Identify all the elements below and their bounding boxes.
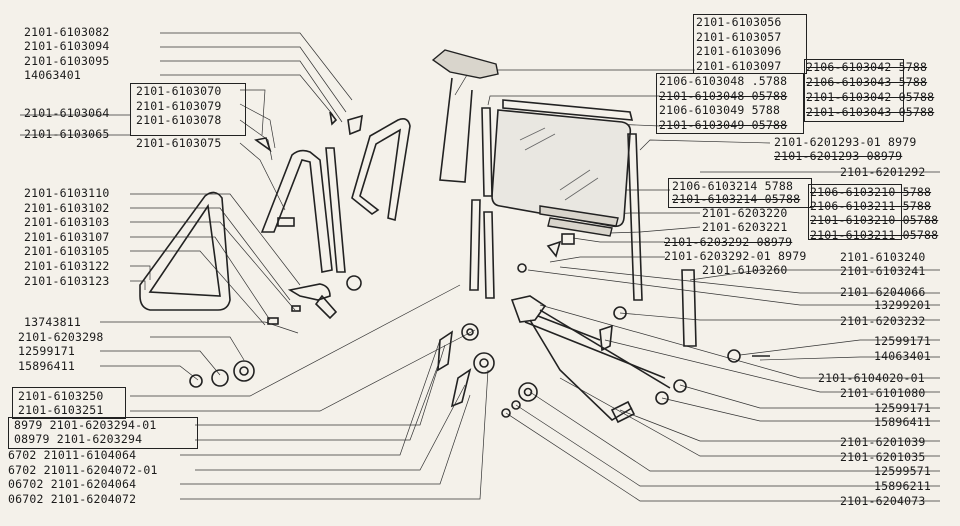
- part-number-label: 2106-6103048 .5788: [659, 74, 788, 88]
- door-glass: [491, 109, 632, 228]
- division-bar-top: [431, 49, 499, 183]
- group-box-channel-1: [656, 73, 804, 134]
- part-number-label: 13743811: [24, 315, 81, 329]
- part-number-label: 06702 2101-6204072: [8, 492, 137, 506]
- glass-channel-strip: [502, 99, 643, 301]
- part-number-label: 06702 2101-6204064: [8, 477, 137, 491]
- part-number-label: 2101-6104020-01: [818, 371, 925, 385]
- vent-window-frame: [139, 191, 231, 311]
- part-number-label: 15896211: [874, 479, 931, 493]
- part-number-label: 2101-6103048 05788: [659, 89, 788, 103]
- part-number-label: 2101-6103122: [24, 259, 110, 273]
- part-number-label: 2101-6101080: [840, 386, 926, 400]
- crank-handles: [287, 283, 472, 408]
- part-number-label: 2101-6203220: [702, 206, 788, 220]
- part-number-label: 2101-6103210 05788: [810, 213, 939, 227]
- part-number-label: 14063401: [874, 349, 931, 363]
- part-number-label: 2101-6201293-01 8979: [774, 135, 917, 149]
- part-number-label: 12599171: [18, 344, 75, 358]
- group-box-handles-2: [8, 417, 198, 449]
- part-number-label: 2101-6203232: [840, 314, 926, 328]
- glass-run-channels: [469, 107, 495, 299]
- part-number-label: 14063401: [24, 68, 81, 82]
- part-number-label: 2101-6103065: [24, 127, 110, 141]
- part-number-label: 12599571: [874, 464, 931, 478]
- leader-lines-left: [20, 32, 489, 500]
- part-number-label: 12599171: [874, 334, 931, 348]
- part-number-label: 2101-6103105: [24, 244, 110, 258]
- part-number-label: 2101-6103056: [696, 15, 782, 29]
- part-number-label: 2101-6201292: [840, 165, 926, 179]
- part-number-label: 2106-6103043 5788: [806, 75, 928, 89]
- part-number-label: 2106-6103210 5788: [810, 185, 932, 199]
- part-number-label: 2106-6103042 5788: [806, 60, 928, 74]
- part-number-label: 2101-6203221: [702, 220, 788, 234]
- part-number-label: 2101-6103070: [136, 84, 222, 98]
- group-box-lifter-2: [808, 184, 902, 240]
- part-number-label: 2101-6203292 08979: [664, 235, 793, 249]
- part-number-label: 2101-6203298: [18, 330, 104, 344]
- part-number-label: 8979 2101-6203294-01: [14, 418, 157, 432]
- part-number-label: 08979 2101-6203294: [14, 432, 143, 446]
- part-number-label: 2101-6103214 05788: [672, 192, 801, 206]
- glass-lifter-channel: [539, 205, 619, 245]
- vent-seal-strip: [325, 118, 411, 273]
- part-number-label: 2101-6103049 05788: [659, 118, 788, 132]
- part-number-label: 2101-6103251: [18, 403, 104, 417]
- part-number-label: 2101-6204073: [840, 494, 926, 508]
- part-number-label: 2106-6103049 5788: [659, 103, 781, 117]
- part-number-label: 2101-6103078: [136, 113, 222, 127]
- part-number-label: 2101-6201293 08979: [774, 149, 903, 163]
- part-number-label: 2101-6103094: [24, 39, 110, 53]
- group-box-vent-frame: [130, 83, 246, 136]
- regulator-mechanism: [510, 295, 671, 424]
- part-number-label: 2101-6103102: [24, 201, 110, 215]
- part-number-label: 2101-6103107: [24, 230, 110, 244]
- part-number-label: 6702 21011-6204072-01: [8, 463, 158, 477]
- part-number-label: 12599171: [874, 401, 931, 415]
- part-number-label: 2101-6103057: [696, 30, 782, 44]
- part-number-label: 2101-6103241: [840, 264, 926, 278]
- group-box-lifter: [668, 178, 812, 208]
- part-number-label: 2101-6103043 05788: [806, 105, 935, 119]
- part-number-label: 2101-6201035: [840, 450, 926, 464]
- part-number-label: 2101-6203292-01 8979: [664, 249, 807, 263]
- part-number-label: 13299201: [874, 298, 931, 312]
- group-box-handles: [12, 387, 126, 419]
- vent-window-channel: [260, 149, 333, 273]
- part-number-label: 2101-6103064: [24, 106, 110, 120]
- part-number-label: 2101-6103240: [840, 250, 926, 264]
- part-number-label: 15896411: [18, 359, 75, 373]
- part-number-label: 2101-6103042 05788: [806, 90, 935, 104]
- rear-guide-rail: [681, 269, 697, 347]
- part-number-label: 2101-6103079: [136, 99, 222, 113]
- part-number-label: 6702 21011-6104064: [8, 448, 137, 462]
- part-number-label: 2101-6103075: [136, 136, 222, 150]
- part-number-label: 2106-6103211 5788: [810, 199, 932, 213]
- part-number-label: 2101-6103110: [24, 186, 110, 200]
- part-number-label: 2101-6103096: [696, 44, 782, 58]
- part-number-label: 2101-6103250: [18, 389, 104, 403]
- part-number-label: 2106-6103214 5788: [672, 179, 794, 193]
- part-number-label: 2101-6103095: [24, 54, 110, 68]
- part-number-label: 2101-6103123: [24, 274, 110, 288]
- part-number-label: 2101-6103082: [24, 25, 110, 39]
- part-number-label: 15896411: [874, 415, 931, 429]
- washers-and-fasteners: [189, 111, 770, 418]
- part-number-label: 2101-6103260: [702, 263, 788, 277]
- part-number-label: 2101-6103097: [696, 59, 782, 73]
- part-number-label: 2101-6103103: [24, 215, 110, 229]
- part-number-label: 2101-6204066: [840, 285, 926, 299]
- part-number-label: 2101-6201039: [840, 435, 926, 449]
- leader-lines-right: [454, 69, 940, 502]
- group-box-channel-2: [804, 59, 904, 122]
- part-number-label: 2101-6103211 05788: [810, 228, 939, 242]
